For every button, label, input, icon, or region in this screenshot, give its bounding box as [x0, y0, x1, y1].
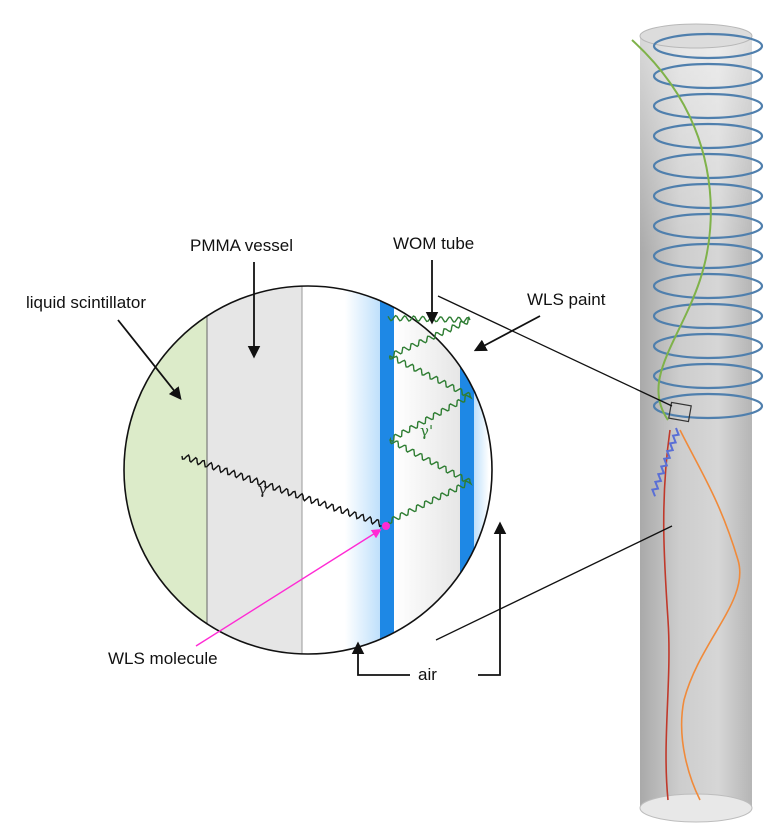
label-wom-tube: WOM tube	[393, 234, 474, 253]
label-wls-molecule: WLS molecule	[108, 649, 218, 668]
green-track	[631, 39, 712, 421]
scintillator-region	[124, 286, 207, 654]
label-gamma: γ	[258, 480, 267, 498]
helix-loop	[652, 32, 764, 60]
arrow-liquid-scintillator	[117, 319, 182, 400]
arrow-air-right	[478, 521, 507, 676]
tube-bottom-cap	[639, 793, 753, 823]
secondary-photon-gamma-prime	[387, 314, 473, 525]
helix-loop	[652, 302, 764, 330]
tube-top-cap	[639, 23, 753, 49]
label-wls-paint: WLS paint	[527, 290, 606, 309]
label-air: air	[418, 665, 437, 684]
helix-loop	[652, 332, 764, 360]
air-gap-inner	[302, 286, 380, 654]
helix-loop	[652, 62, 764, 90]
arrow-air-left	[351, 641, 410, 676]
label-gamma-prime: γ'	[420, 422, 433, 440]
helix-loop	[652, 182, 764, 210]
arrow-wls-molecule	[195, 528, 382, 647]
wom-tube-render	[631, 23, 764, 823]
helix-photon-path	[652, 32, 764, 420]
helix-loop	[652, 122, 764, 150]
magnified-circle-outline	[123, 285, 493, 655]
wls-molecule-dot	[382, 522, 390, 530]
zoom-line-bottom	[435, 525, 673, 641]
red-track	[662, 429, 671, 801]
orange-track	[679, 429, 741, 801]
wls-paint-layer	[460, 286, 474, 654]
helix-loop	[652, 392, 764, 420]
label-liquid-scintillator: liquid scintillator	[26, 293, 146, 312]
zoom-line-top	[437, 295, 673, 407]
helix-loop	[652, 272, 764, 300]
blue-entry-wave	[651, 427, 680, 497]
helix-loop	[652, 92, 764, 120]
label-pmma-vessel: PMMA vessel	[190, 236, 293, 255]
primary-photon-gamma	[181, 454, 382, 528]
helix-loop	[652, 212, 764, 240]
arrow-wls-paint	[473, 315, 541, 352]
zoom-marker	[668, 401, 692, 423]
helix-loop	[652, 362, 764, 390]
wom-inner-paint	[380, 286, 394, 654]
